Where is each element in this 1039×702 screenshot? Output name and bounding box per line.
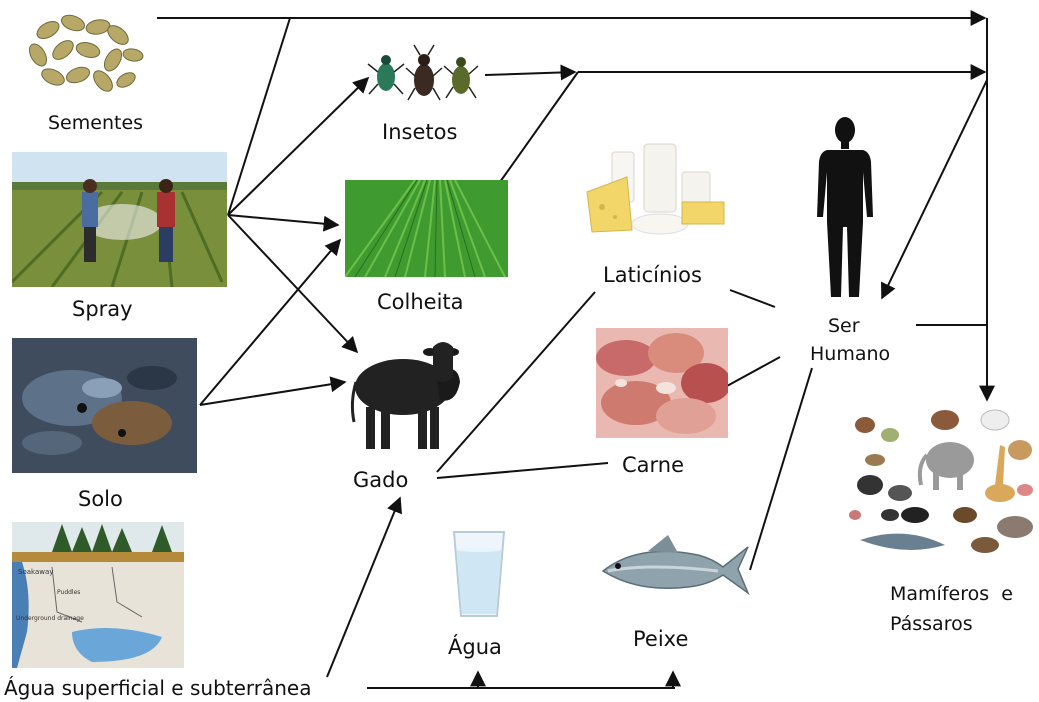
seeds-image	[18, 5, 148, 100]
spray-image	[12, 152, 227, 287]
line-carne-to-human	[727, 357, 780, 386]
node-label-ser-humano-2: Humano	[810, 343, 890, 365]
node-label-agua: Água	[448, 635, 502, 659]
node-label-agua-superficial: Água superficial e subterrânea	[4, 676, 312, 700]
node-label-ser-humano-1: Ser	[828, 315, 860, 337]
human-image	[775, 112, 915, 302]
line-solo-to-gado	[200, 382, 345, 405]
line-spray-to-colheita	[228, 215, 338, 225]
line-peixe-to-human	[750, 368, 812, 570]
node-label-mamiferos-1: Mamíferos e	[890, 583, 1013, 605]
node-label-insetos: Insetos	[382, 120, 457, 144]
cow-image	[348, 332, 466, 454]
line-insetos-to-junction	[485, 72, 575, 75]
line-water-to-gado	[327, 498, 400, 677]
crop-image	[345, 180, 508, 277]
line-gado-to-carne	[437, 463, 608, 478]
node-label-sementes: Sementes	[48, 112, 143, 134]
node-label-mamiferos-2: Pássaros	[890, 613, 973, 635]
soil-image	[12, 338, 197, 473]
node-label-carne: Carne	[622, 453, 684, 477]
water-glass-image	[450, 528, 508, 620]
groundwater-image: Soakaway Underground drainage Puddles	[12, 522, 184, 668]
line-colheita-up	[500, 72, 578, 182]
node-label-peixe: Peixe	[633, 627, 688, 651]
node-label-spray: Spray	[72, 297, 133, 321]
meat-image	[596, 328, 728, 438]
dairy-image	[582, 132, 730, 240]
node-label-colheita: Colheita	[377, 290, 464, 314]
groundwater-label-left2: Underground drainage	[16, 615, 84, 622]
groundwater-label-right: Puddles	[57, 589, 80, 596]
line-laticinios-to-human	[730, 290, 775, 307]
node-label-solo: Solo	[78, 487, 123, 511]
wildlife-image	[845, 405, 1037, 565]
groundwater-label-left1: Soakaway	[18, 568, 53, 576]
fish-image	[598, 533, 750, 601]
insects-image	[366, 42, 481, 107]
node-label-gado: Gado	[353, 468, 408, 492]
line-spray-to-gado	[228, 215, 357, 352]
node-label-laticinios: Laticínios	[603, 263, 702, 287]
